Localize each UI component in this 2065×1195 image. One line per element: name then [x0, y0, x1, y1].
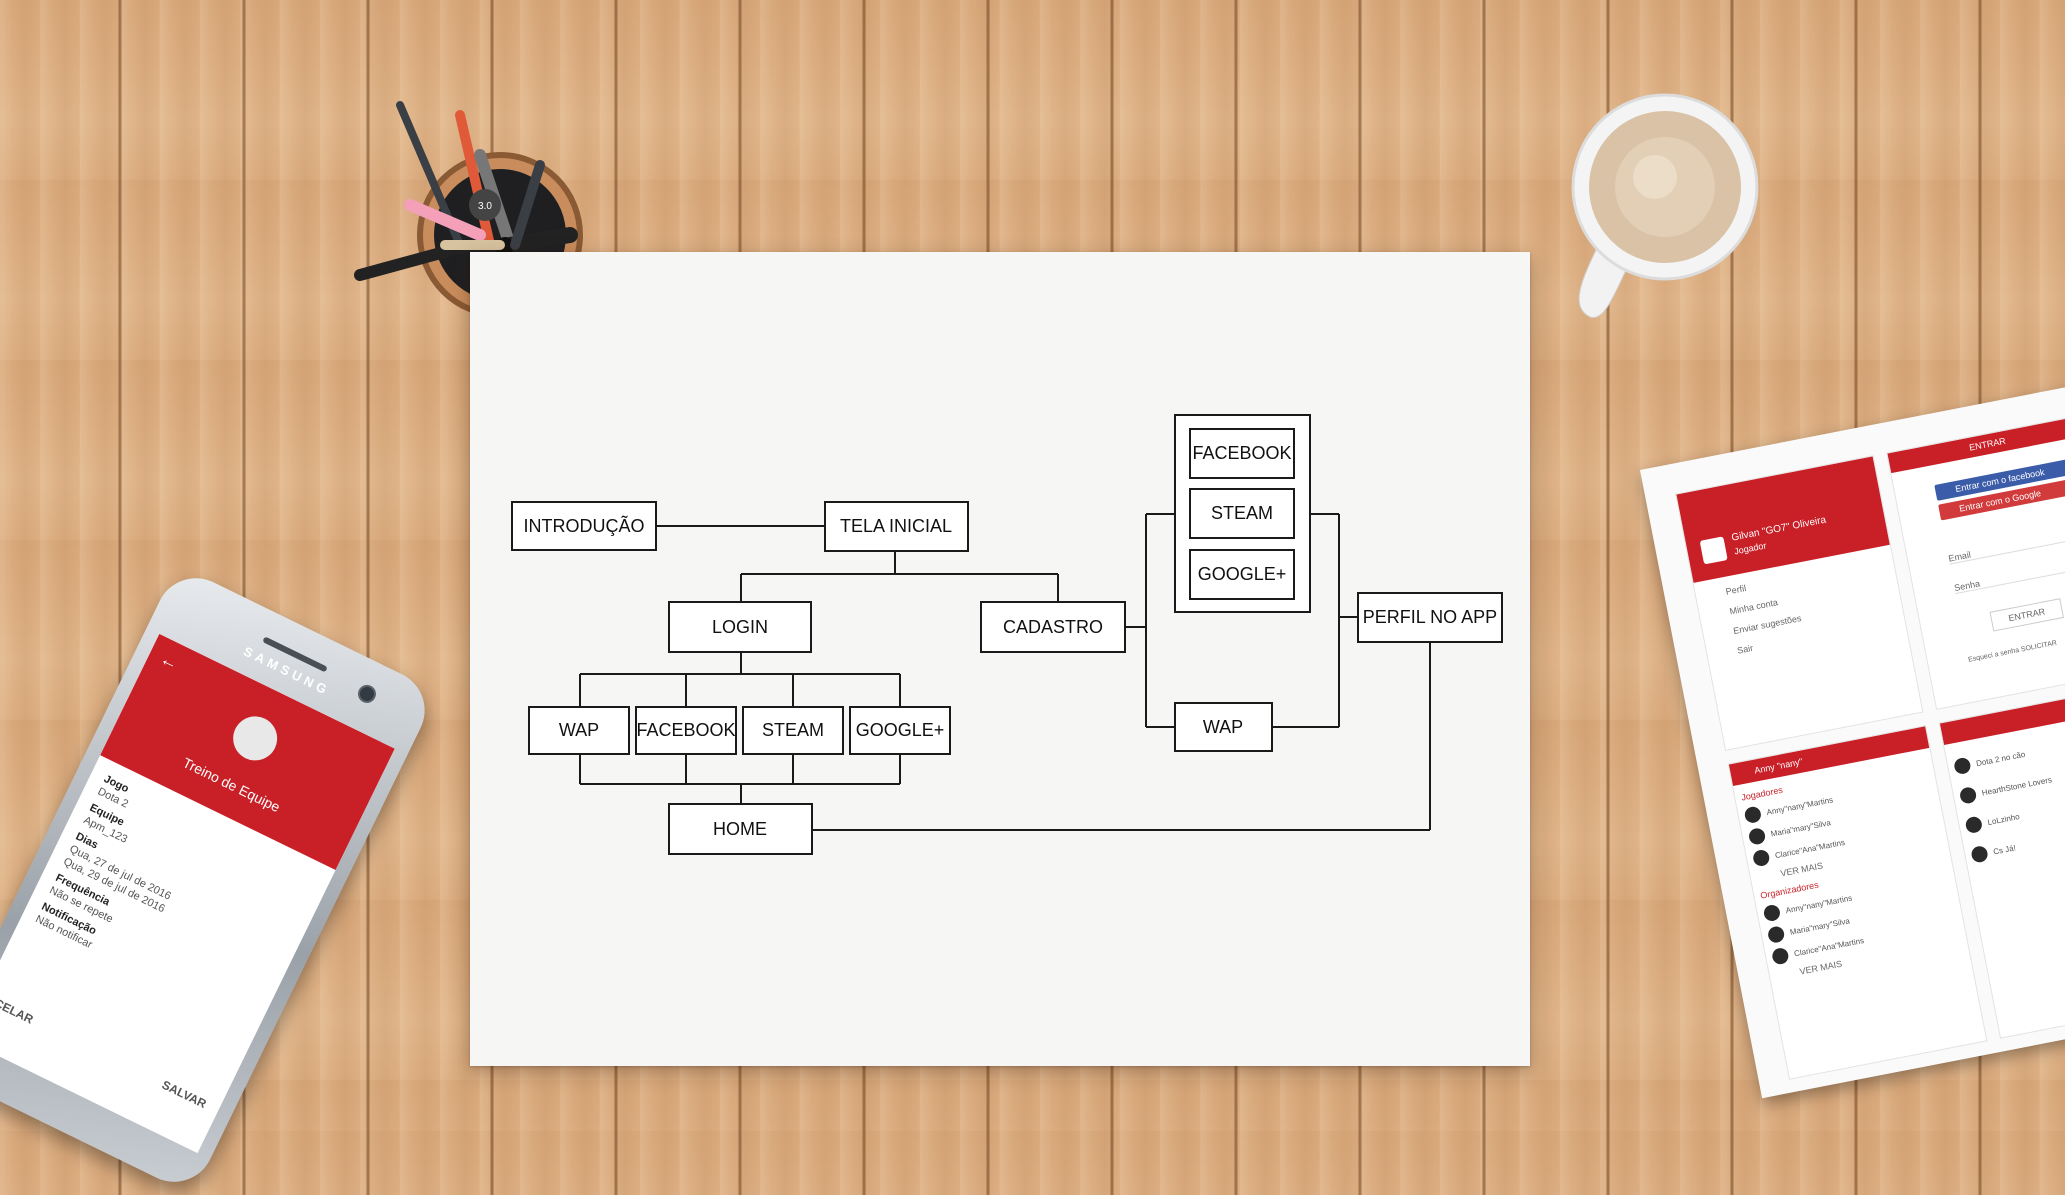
email-field[interactable]: Email	[1947, 530, 2065, 565]
game-name: Cs Já!	[1992, 842, 2017, 857]
game-name: LoLzinho	[1986, 811, 2021, 827]
node-tela-inicial: TELA INICIAL	[824, 501, 969, 552]
organizer-avatar-icon	[1770, 946, 1790, 966]
node-facebook-cadastro: FACEBOOK	[1189, 428, 1295, 479]
game-icon	[1964, 815, 1984, 835]
game-icon	[1958, 785, 1978, 805]
wooden-desk: 3.0 03	[0, 93, 2065, 1195]
player-name: Maria"mary"Silva	[1769, 817, 1832, 839]
node-label: GOOGLE+	[856, 720, 945, 740]
node-label: FACEBOOK	[636, 720, 735, 740]
node-label: CADASTRO	[1003, 617, 1103, 637]
node-label: INTRODUÇÃO	[524, 515, 645, 536]
player-avatar-icon	[1747, 827, 1767, 846]
node-perfil-no-app: PERFIL NO APP	[1357, 592, 1503, 643]
organizer-avatar-icon	[1762, 903, 1782, 923]
diagram-edges	[579, 513, 1431, 831]
pencil-label-30: 3.0	[478, 201, 492, 212]
sitemap-diagram: INTRODUÇÃO TELA INICIAL LOGIN CADASTRO W…	[511, 414, 1503, 855]
submit-button[interactable]: ENTRAR	[1989, 598, 2064, 632]
node-home: HOME	[668, 803, 813, 855]
node-cadastro: CADASTRO	[980, 601, 1126, 653]
node-label: TELA INICIAL	[840, 516, 952, 536]
organizer-name: Anny"nany"Martins	[1784, 892, 1853, 915]
back-arrow-icon[interactable]: ←	[156, 648, 182, 674]
password-field[interactable]: Senha	[1953, 560, 2065, 595]
game-icon	[1970, 844, 1989, 864]
node-login: LOGIN	[668, 601, 812, 653]
node-label: HOME	[713, 819, 767, 839]
organizer-name: Maria"mary"Silva	[1789, 915, 1851, 937]
node-label: WAP	[1203, 717, 1243, 737]
user-name: Gilvan "GO7" Oliveira	[1730, 514, 1828, 544]
phone-mockup: SAMSUNG ← Treino de Equipe Jogo Dota 2 E…	[0, 564, 439, 1195]
node-wap-cadastro: WAP	[1174, 702, 1273, 752]
game-name: HearthStone Lovers	[1980, 774, 2053, 798]
node-steam-login: STEAM	[742, 706, 844, 755]
player-name: Anny"nany"Martins	[1765, 794, 1834, 817]
game-name: Dota 2 no cão	[1975, 749, 2026, 768]
node-google-login: GOOGLE+	[849, 706, 951, 755]
game-icon	[1953, 756, 1972, 776]
node-steam-cadastro: STEAM	[1189, 488, 1295, 539]
node-label: STEAM	[762, 720, 824, 740]
node-wap-login: WAP	[528, 706, 630, 755]
save-button[interactable]: SALVAR	[159, 1077, 209, 1112]
node-label: LOGIN	[712, 617, 768, 637]
team-avatar	[225, 709, 285, 768]
node-google-cadastro: GOOGLE+	[1189, 549, 1295, 600]
cancel-button[interactable]: CELAR	[0, 995, 36, 1027]
organizer-name: Clarice"Ana"Martins	[1793, 935, 1865, 958]
node-facebook-login: FACEBOOK	[635, 706, 737, 755]
player-name: Clarice"Ana"Martins	[1774, 837, 1846, 860]
user-role: Jogador	[1733, 540, 1768, 557]
node-label: WAP	[559, 720, 599, 740]
organizer-avatar-icon	[1766, 925, 1786, 944]
avatar	[1699, 536, 1728, 565]
app-screens-sheet: Gilvan "GO7" Oliveira Jogador Perfil Min…	[1640, 380, 2065, 1099]
player-avatar-icon	[1743, 805, 1763, 825]
player-avatar-icon	[1751, 848, 1771, 868]
node-label: PERFIL NO APP	[1363, 607, 1497, 627]
node-label: FACEBOOK	[1192, 443, 1291, 463]
node-introducao: INTRODUÇÃO	[511, 501, 657, 551]
coffee-cup-icon	[1571, 93, 1759, 318]
node-label: GOOGLE+	[1198, 564, 1287, 584]
forgot-password-link[interactable]: Esqueci a senha SOLICITAR	[1967, 639, 2058, 664]
paper-sheet: INTRODUÇÃO TELA INICIAL LOGIN CADASTRO W…	[470, 252, 1530, 1066]
node-label: STEAM	[1211, 503, 1273, 523]
